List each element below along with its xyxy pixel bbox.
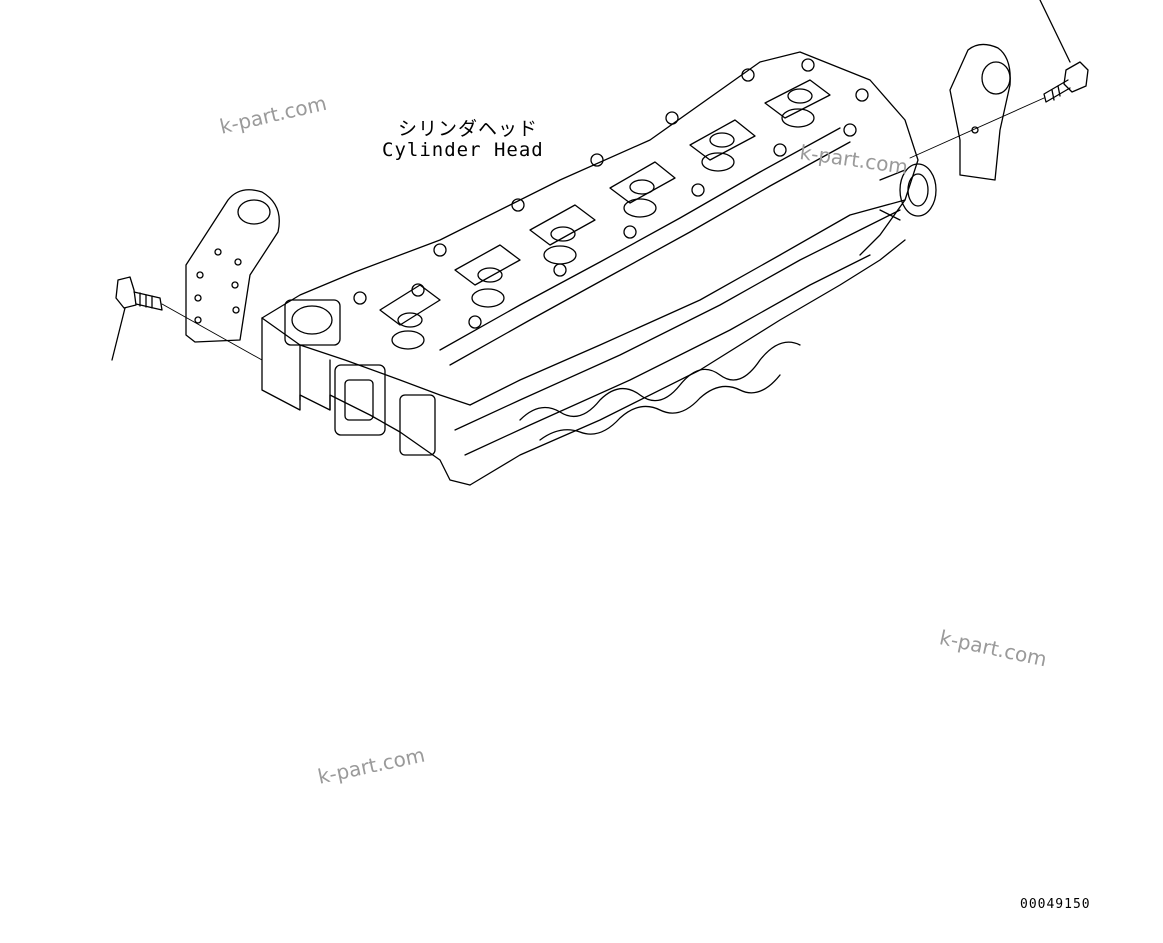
drawing-number: 00049150 <box>1020 897 1091 912</box>
cylinder-head-block <box>261 51 937 486</box>
left-lifting-bracket <box>185 189 280 343</box>
part-label-japanese: シリンダヘッド <box>398 118 539 140</box>
left-bracket-bolt <box>111 276 263 361</box>
cylinder-head-top-features <box>353 58 869 366</box>
right-bracket-bolt <box>909 0 1089 159</box>
part-label-english: Cylinder Head <box>382 139 544 161</box>
right-lifting-bracket <box>949 43 1011 181</box>
